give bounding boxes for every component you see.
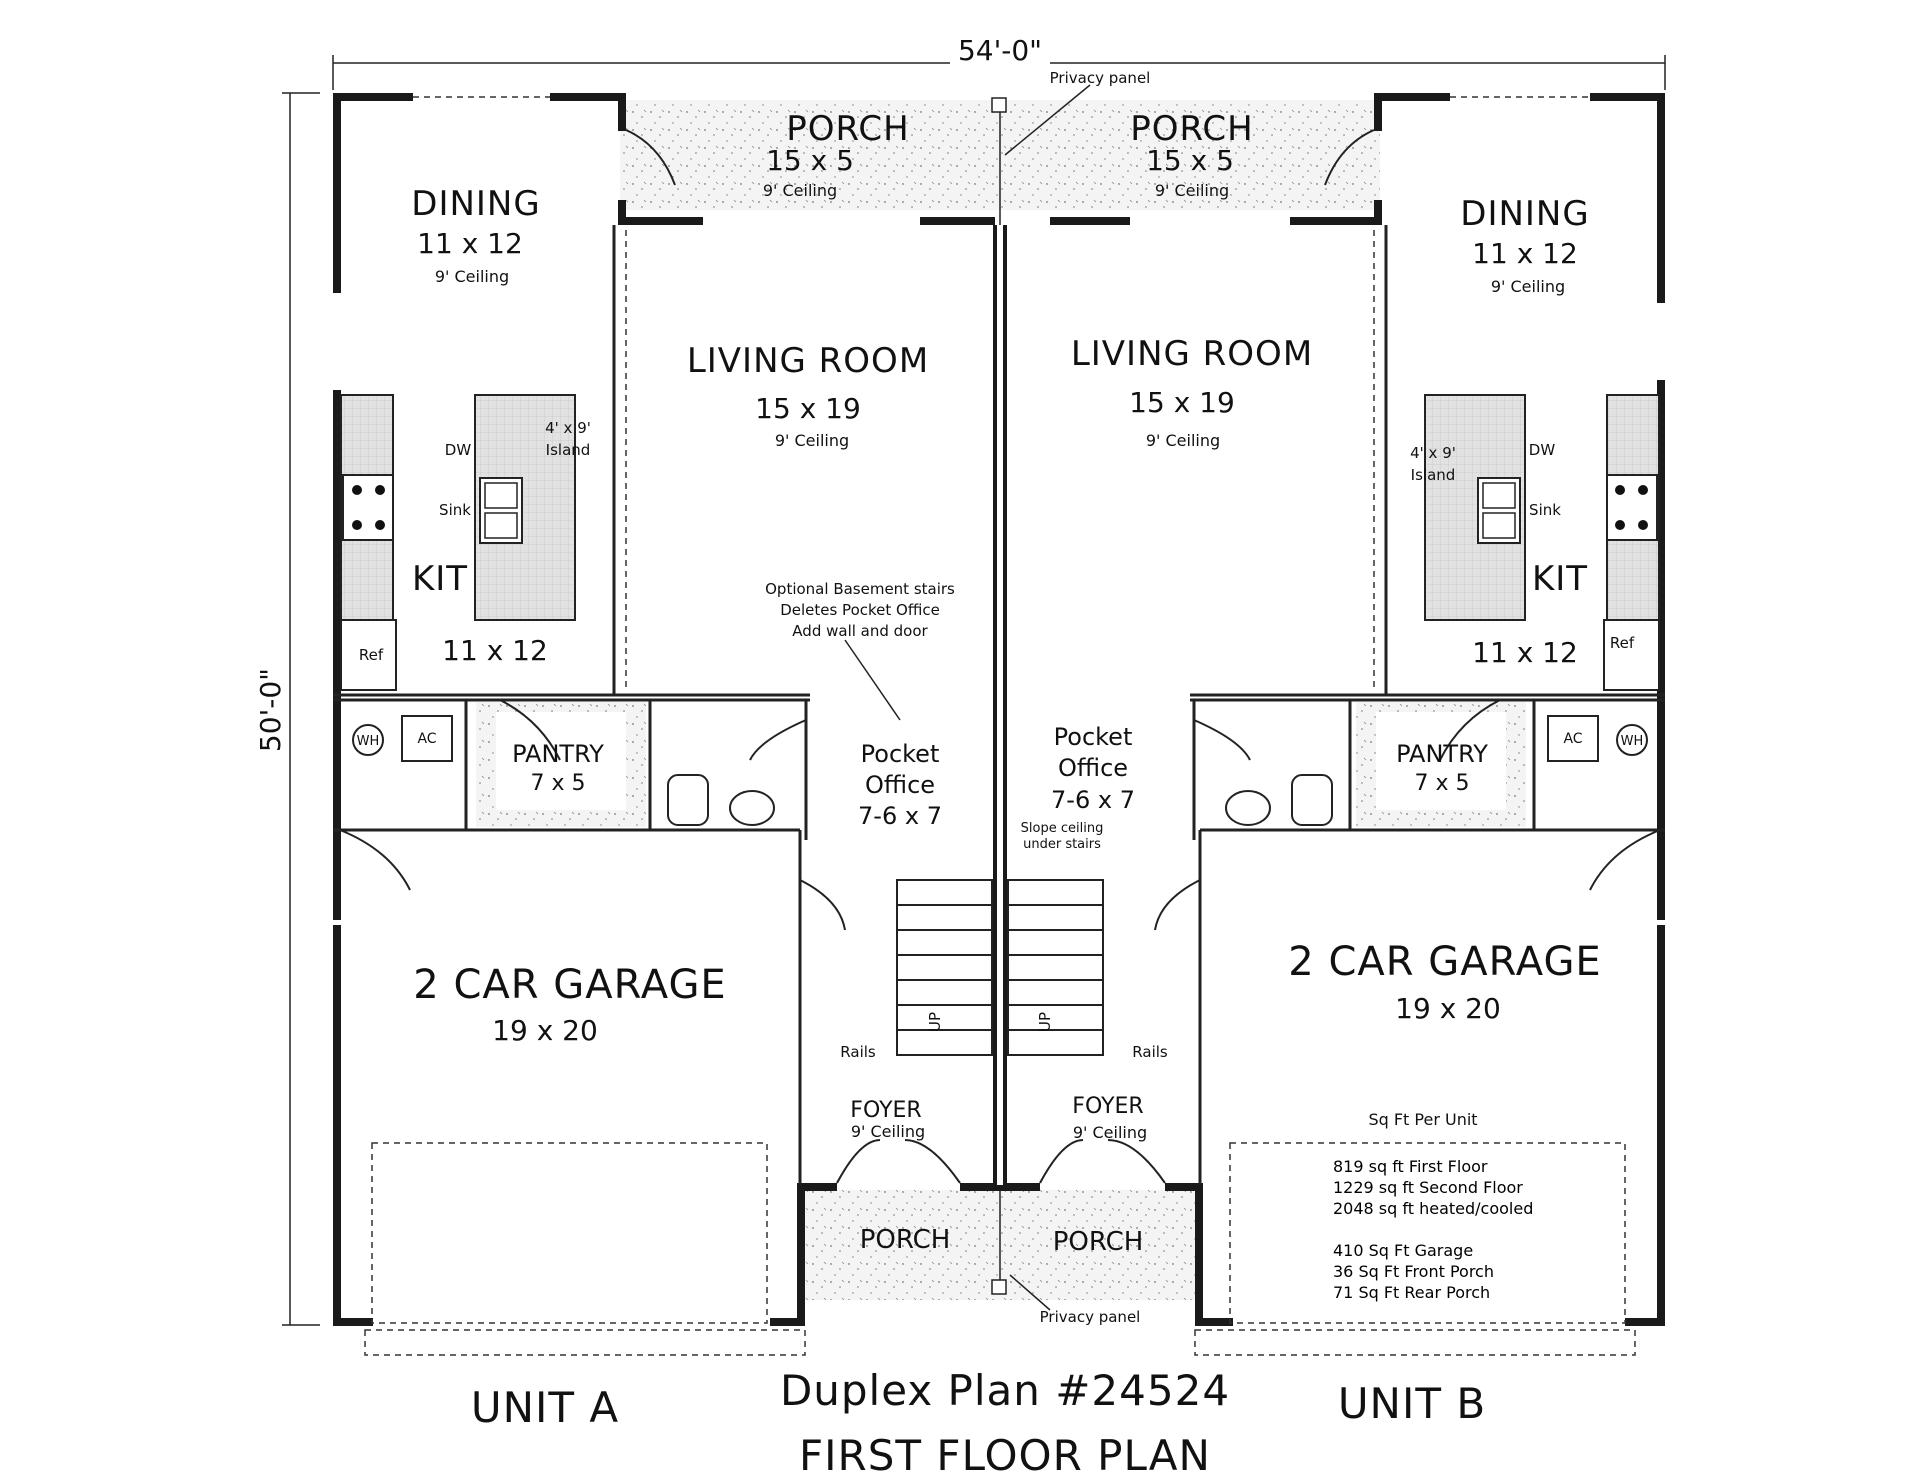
unit-a-island-label: Island bbox=[546, 441, 591, 459]
unit-b-dining-name: DINING bbox=[1460, 194, 1589, 234]
unit-a-office-name1: Pocket bbox=[861, 740, 940, 768]
privacy-panels bbox=[844, 84, 1091, 1311]
sqft-line: 36 Sq Ft Front Porch bbox=[1333, 1262, 1494, 1281]
unit-b-office-name2: Office bbox=[1058, 754, 1128, 782]
unit-a-island-size: 4' x 9' bbox=[545, 419, 591, 437]
unit-b-dw-label: DW bbox=[1529, 441, 1556, 459]
overall-dimensions: 54'-0" 50'-0" bbox=[254, 34, 1666, 1326]
title-block: Duplex Plan #24524 FIRST FLOOR PLAN bbox=[780, 1366, 1230, 1480]
unit-a-labels: PORCH 15 x 5 9' Ceiling DINING 11 x 12 9… bbox=[357, 109, 951, 1432]
front-porch-b-fill bbox=[1000, 1190, 1195, 1300]
notes: Privacy panel Privacy panel Optional Bas… bbox=[765, 69, 1150, 1326]
unit-a-kitchen-name: KIT bbox=[412, 559, 468, 599]
unit-a-dw-label: DW bbox=[445, 441, 472, 459]
unit-a-living-ceiling: 9' Ceiling bbox=[775, 431, 849, 450]
sqft-heading: Sq Ft Per Unit bbox=[1368, 1110, 1477, 1129]
plan-subtitle: FIRST FLOOR PLAN bbox=[799, 1431, 1211, 1480]
unit-a-office-size: 7-6 x 7 bbox=[858, 802, 942, 830]
unit-a-pantry-size: 7 x 5 bbox=[531, 771, 586, 796]
sqft-line: 2048 sq ft heated/cooled bbox=[1333, 1199, 1533, 1218]
unit-a-front-porch-name: PORCH bbox=[860, 1225, 951, 1255]
unit-b-stairs-up: UP bbox=[1036, 1012, 1054, 1032]
slope-note-line1: Slope ceiling bbox=[1021, 821, 1104, 836]
unit-a-porch-size: 15 x 5 bbox=[766, 144, 854, 177]
unit-b-porch-name: PORCH bbox=[1130, 109, 1254, 149]
unit-b-sink-label: Sink bbox=[1529, 501, 1561, 519]
unit-b-office-size: 7-6 x 7 bbox=[1051, 786, 1135, 814]
front-porch-a-fill bbox=[805, 1190, 1000, 1300]
width-dimension: 54'-0" bbox=[958, 34, 1042, 67]
unit-a-porch-ceiling: 9' Ceiling bbox=[763, 181, 837, 200]
unit-b-kitchen-size: 11 x 12 bbox=[1472, 636, 1578, 669]
sqft-line: 819 sq ft First Floor bbox=[1333, 1157, 1488, 1176]
unit-a-rails-label: Rails bbox=[840, 1043, 876, 1061]
unit-a-pantry-name: PANTRY bbox=[512, 740, 604, 768]
unit-a-kitchen-size: 11 x 12 bbox=[442, 634, 548, 667]
basement-note-line3: Add wall and door bbox=[792, 622, 928, 640]
exterior-walls bbox=[333, 93, 1665, 1326]
unit-b-living-ceiling: 9' Ceiling bbox=[1146, 431, 1220, 450]
depth-dimension: 50'-0" bbox=[254, 668, 287, 752]
privacy-panel-note-bottom: Privacy panel bbox=[1040, 1308, 1141, 1326]
unit-a-sink-label: Sink bbox=[439, 501, 471, 519]
rear-porch-b-fill bbox=[1000, 100, 1380, 210]
privacy-panel-note-top: Privacy panel bbox=[1050, 69, 1151, 87]
unit-b-front-porch-name: PORCH bbox=[1053, 1227, 1144, 1257]
unit-b-garage-size: 19 x 20 bbox=[1395, 992, 1501, 1025]
unit-b-porch-ceiling: 9' Ceiling bbox=[1155, 181, 1229, 200]
unit-b-pantry-size: 7 x 5 bbox=[1415, 771, 1470, 796]
unit-b-island-label: Island bbox=[1411, 466, 1456, 484]
unit-a-dining-name: DINING bbox=[411, 184, 540, 224]
unit-b-porch-size: 15 x 5 bbox=[1146, 144, 1234, 177]
unit-a-garage-size: 19 x 20 bbox=[492, 1014, 598, 1047]
unit-a-foyer-name: FOYER bbox=[850, 1098, 921, 1123]
sqft-line: 71 Sq Ft Rear Porch bbox=[1333, 1283, 1490, 1302]
plan-title: Duplex Plan #24524 bbox=[780, 1366, 1230, 1415]
unit-a-dining-size: 11 x 12 bbox=[417, 227, 523, 260]
sqft-line: 410 Sq Ft Garage bbox=[1333, 1241, 1473, 1260]
unit-a-living-name: LIVING ROOM bbox=[687, 341, 929, 381]
unit-a-ac-label: AC bbox=[417, 731, 436, 747]
slope-note-line2: under stairs bbox=[1023, 837, 1101, 852]
unit-a-ref-label: Ref bbox=[359, 646, 384, 664]
rear-porch-a-fill bbox=[620, 100, 1000, 210]
interior-walls bbox=[333, 225, 1665, 1185]
unit-a-wh-label: WH bbox=[357, 734, 380, 749]
unit-b-living-size: 15 x 19 bbox=[1129, 386, 1235, 419]
appliances bbox=[342, 474, 1658, 826]
unit-b-kitchen-name: KIT bbox=[1532, 559, 1588, 599]
basement-note-line2: Deletes Pocket Office bbox=[780, 601, 940, 619]
stairs bbox=[896, 879, 1104, 1056]
unit-b-office-name1: Pocket bbox=[1054, 723, 1133, 751]
garage-door-outlines bbox=[364, 96, 1636, 1356]
basement-note-line1: Optional Basement stairs bbox=[765, 580, 955, 598]
unit-a-dining-ceiling: 9' Ceiling bbox=[435, 267, 509, 286]
unit-a-office-name2: Office bbox=[865, 771, 935, 799]
unit-b-island-size: 4' x 9' bbox=[1410, 444, 1456, 462]
door-swings bbox=[339, 129, 1661, 1184]
unit-b-labels: PORCH 15 x 5 9' Ceiling DINING 11 x 12 9… bbox=[1036, 109, 1643, 1428]
unit-a-stairs-up: UP bbox=[926, 1012, 944, 1032]
unit-a-porch-name: PORCH bbox=[786, 109, 910, 149]
unit-b-foyer-name: FOYER bbox=[1072, 1094, 1143, 1119]
unit-b-garage-name: 2 CAR GARAGE bbox=[1288, 939, 1601, 985]
sqft-line: 1229 sq ft Second Floor bbox=[1333, 1178, 1523, 1197]
unit-b-ref-label: Ref bbox=[1610, 634, 1635, 652]
unit-a-garage-name: 2 CAR GARAGE bbox=[413, 962, 726, 1008]
unit-a-label: UNIT A bbox=[471, 1383, 619, 1432]
unit-b-foyer-ceiling: 9' Ceiling bbox=[1073, 1123, 1147, 1142]
unit-a-living-size: 15 x 19 bbox=[755, 392, 861, 425]
unit-b-dining-ceiling: 9' Ceiling bbox=[1491, 277, 1565, 296]
unit-b-pantry-name: PANTRY bbox=[1396, 740, 1488, 768]
unit-b-ac-label: AC bbox=[1563, 731, 1582, 747]
unit-b-rails-label: Rails bbox=[1132, 1043, 1168, 1061]
unit-b-dining-size: 11 x 12 bbox=[1472, 237, 1578, 270]
unit-a-foyer-ceiling: 9' Ceiling bbox=[851, 1122, 925, 1141]
unit-b-label: UNIT B bbox=[1338, 1379, 1486, 1428]
unit-b-wh-label: WH bbox=[1621, 734, 1644, 749]
unit-b-living-name: LIVING ROOM bbox=[1071, 334, 1313, 374]
